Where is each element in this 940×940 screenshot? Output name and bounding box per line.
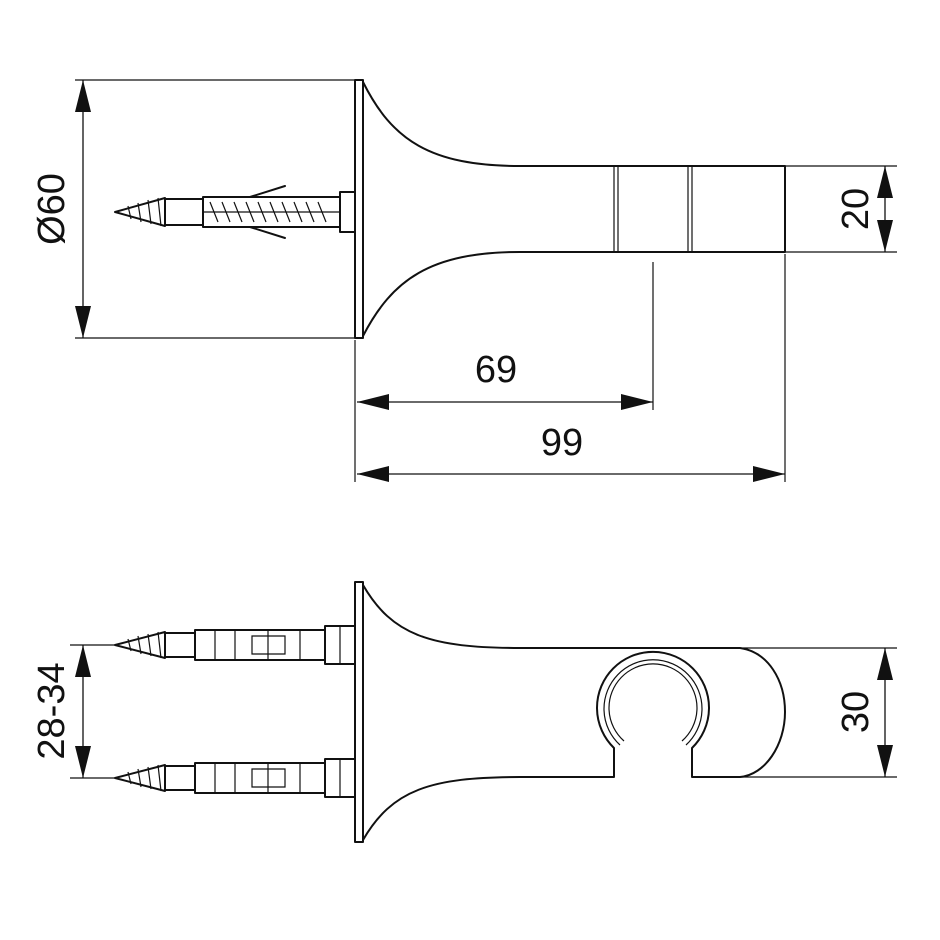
- side-hook-ring: [603, 659, 703, 746]
- dim-inner-length: 69: [354, 262, 654, 482]
- side-wall-plate: [354, 581, 364, 843]
- dim-total-length-label: 99: [541, 422, 583, 464]
- dim-top-height-label: 20: [835, 188, 877, 230]
- top-bracket-body: [362, 81, 786, 337]
- dim-side-height-label: 30: [835, 691, 877, 733]
- top-screw-anchor: [114, 185, 356, 239]
- top-view: Ø60 20 69 99: [31, 79, 897, 482]
- dim-diameter: Ø60: [31, 79, 355, 339]
- side-screw-anchor-upper: [114, 625, 356, 665]
- dim-total-length: 99: [357, 254, 786, 482]
- side-view: 28-34 30: [31, 581, 897, 843]
- dim-side-height: 30: [740, 647, 897, 778]
- side-screw-anchor-lower: [114, 758, 356, 798]
- dim-inner-length-label: 69: [475, 349, 517, 391]
- dim-diameter-label: Ø60: [31, 173, 73, 245]
- dim-top-height: 20: [785, 165, 897, 253]
- dim-screw-spacing-label: 28-34: [31, 662, 73, 759]
- side-bracket-body: [362, 584, 786, 841]
- top-wall-plate: [354, 79, 364, 339]
- dim-screw-spacing: 28-34: [31, 644, 115, 779]
- side-hook-ring-inner: [608, 663, 698, 742]
